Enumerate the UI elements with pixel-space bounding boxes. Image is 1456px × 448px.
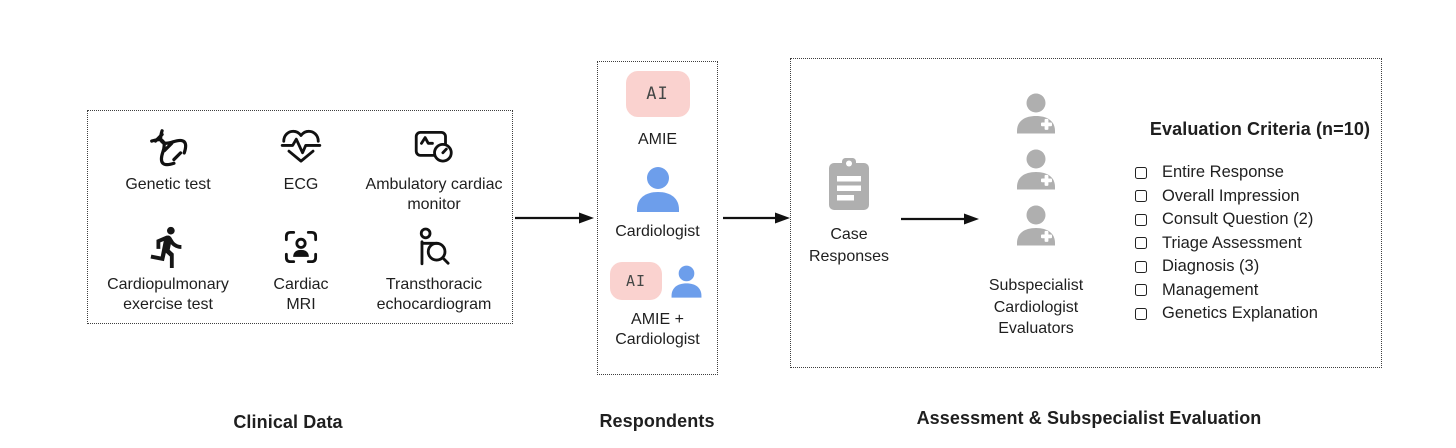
clinical-item-label: Transthoracic echocardiogram xyxy=(376,276,492,313)
person-magnifier-icon xyxy=(419,227,450,266)
arrow-case-to-evaluators xyxy=(901,213,979,225)
cardiologist-label: Cardiologist xyxy=(615,223,700,240)
checkbox-icon xyxy=(1135,213,1147,226)
criteria-item: Overall Impression xyxy=(1135,185,1385,209)
amie-label: AMIE xyxy=(637,131,678,148)
dna-icon xyxy=(150,129,188,167)
ecg-heart-icon xyxy=(280,129,322,163)
runner-icon xyxy=(150,226,182,269)
amie-plus-cardiologist-label: AMIE + Cardiologist xyxy=(615,311,700,348)
clinical-item-exercise-test: Cardiopulmonary exercise test xyxy=(93,224,243,314)
criteria-item: Triage Assessment xyxy=(1135,232,1385,256)
clinical-item-cardiac-mri: Cardiac MRI xyxy=(261,224,341,314)
clinical-item-genetic-test: Genetic test xyxy=(125,124,211,214)
clinical-item-ambulatory-monitor: Ambulatory cardiac monitor xyxy=(359,124,509,214)
criteria-item-label: Consult Question (2) xyxy=(1162,210,1314,229)
criteria-item: Diagnosis (3) xyxy=(1135,255,1385,279)
checkbox-icon xyxy=(1135,166,1147,179)
evaluators-group: Subspecialist Cardiologist Evaluators xyxy=(984,93,1088,340)
person-icon-small xyxy=(671,265,702,298)
cardiac-monitor-icon xyxy=(414,130,453,163)
ai-badge: AI xyxy=(625,71,690,117)
checkbox-icon xyxy=(1135,237,1147,250)
criteria-item-label: Overall Impression xyxy=(1162,186,1300,205)
clinical-item-label: Genetic test xyxy=(125,176,211,193)
clinical-data-grid: Genetic test ECG xyxy=(88,111,512,314)
evaluation-criteria-list: Entire Response Overall Impression Consu… xyxy=(1135,161,1385,326)
ai-badge-label: AI xyxy=(646,84,669,104)
medical-person-icon xyxy=(1017,149,1055,190)
assessment-footer-label: Assessment & Subspecialist Evaluation xyxy=(916,408,1262,428)
criteria-item-label: Management xyxy=(1162,280,1259,299)
respondents-footer-label: Respondents xyxy=(599,411,715,431)
criteria-item-label: Entire Response xyxy=(1162,163,1284,182)
person-scan-icon xyxy=(284,230,318,264)
checkbox-icon xyxy=(1135,260,1147,273)
arrow-clinical-to-respondents xyxy=(515,212,594,224)
checkbox-icon xyxy=(1135,284,1147,297)
clinical-data-box: Genetic test ECG xyxy=(87,110,513,324)
arrow-respondents-to-assessment xyxy=(723,212,790,224)
ai-badge-small: AI xyxy=(610,262,662,300)
clinical-item-ecg: ECG xyxy=(278,124,324,214)
criteria-item: Management xyxy=(1135,279,1385,303)
criteria-item: Entire Response xyxy=(1135,161,1385,185)
criteria-item: Genetics Explanation xyxy=(1135,302,1385,326)
evaluation-criteria-title: Evaluation Criteria (n=10) xyxy=(1149,119,1371,139)
criteria-item: Consult Question (2) xyxy=(1135,208,1385,232)
case-responses-label: Case Responses xyxy=(808,226,890,266)
clinical-data-footer-label: Clinical Data xyxy=(233,412,343,432)
ai-badge-label: AI xyxy=(625,272,647,290)
clipboard-icon xyxy=(829,158,869,210)
evaluators-label: Subspecialist Cardiologist Evaluators xyxy=(988,277,1084,338)
respondents-box: AI AMIE Cardiologist AI AMIE + Cardiolog… xyxy=(597,61,718,375)
checkbox-icon xyxy=(1135,190,1147,203)
criteria-item-label: Genetics Explanation xyxy=(1162,304,1318,323)
clinical-item-echocardiogram: Transthoracic echocardiogram xyxy=(359,224,509,314)
clinical-item-label: Ambulatory cardiac monitor xyxy=(365,176,503,213)
clinical-item-label: Cardiopulmonary exercise test xyxy=(107,276,229,313)
medical-person-icon xyxy=(1017,205,1055,246)
evaluation-criteria-group: Evaluation Criteria (n=10) Entire Respon… xyxy=(1135,119,1385,326)
clinical-item-label: Cardiac MRI xyxy=(273,276,329,313)
medical-person-icon xyxy=(1017,93,1055,134)
criteria-item-label: Diagnosis (3) xyxy=(1162,257,1260,276)
checkbox-icon xyxy=(1135,307,1147,320)
assessment-box: Case Responses xyxy=(790,58,1382,368)
criteria-item-label: Triage Assessment xyxy=(1162,233,1302,252)
case-responses-group: Case Responses xyxy=(801,157,897,269)
amie-plus-cardiologist-group: AI xyxy=(610,262,705,300)
clinical-item-label: ECG xyxy=(283,176,319,193)
person-icon xyxy=(636,167,679,212)
